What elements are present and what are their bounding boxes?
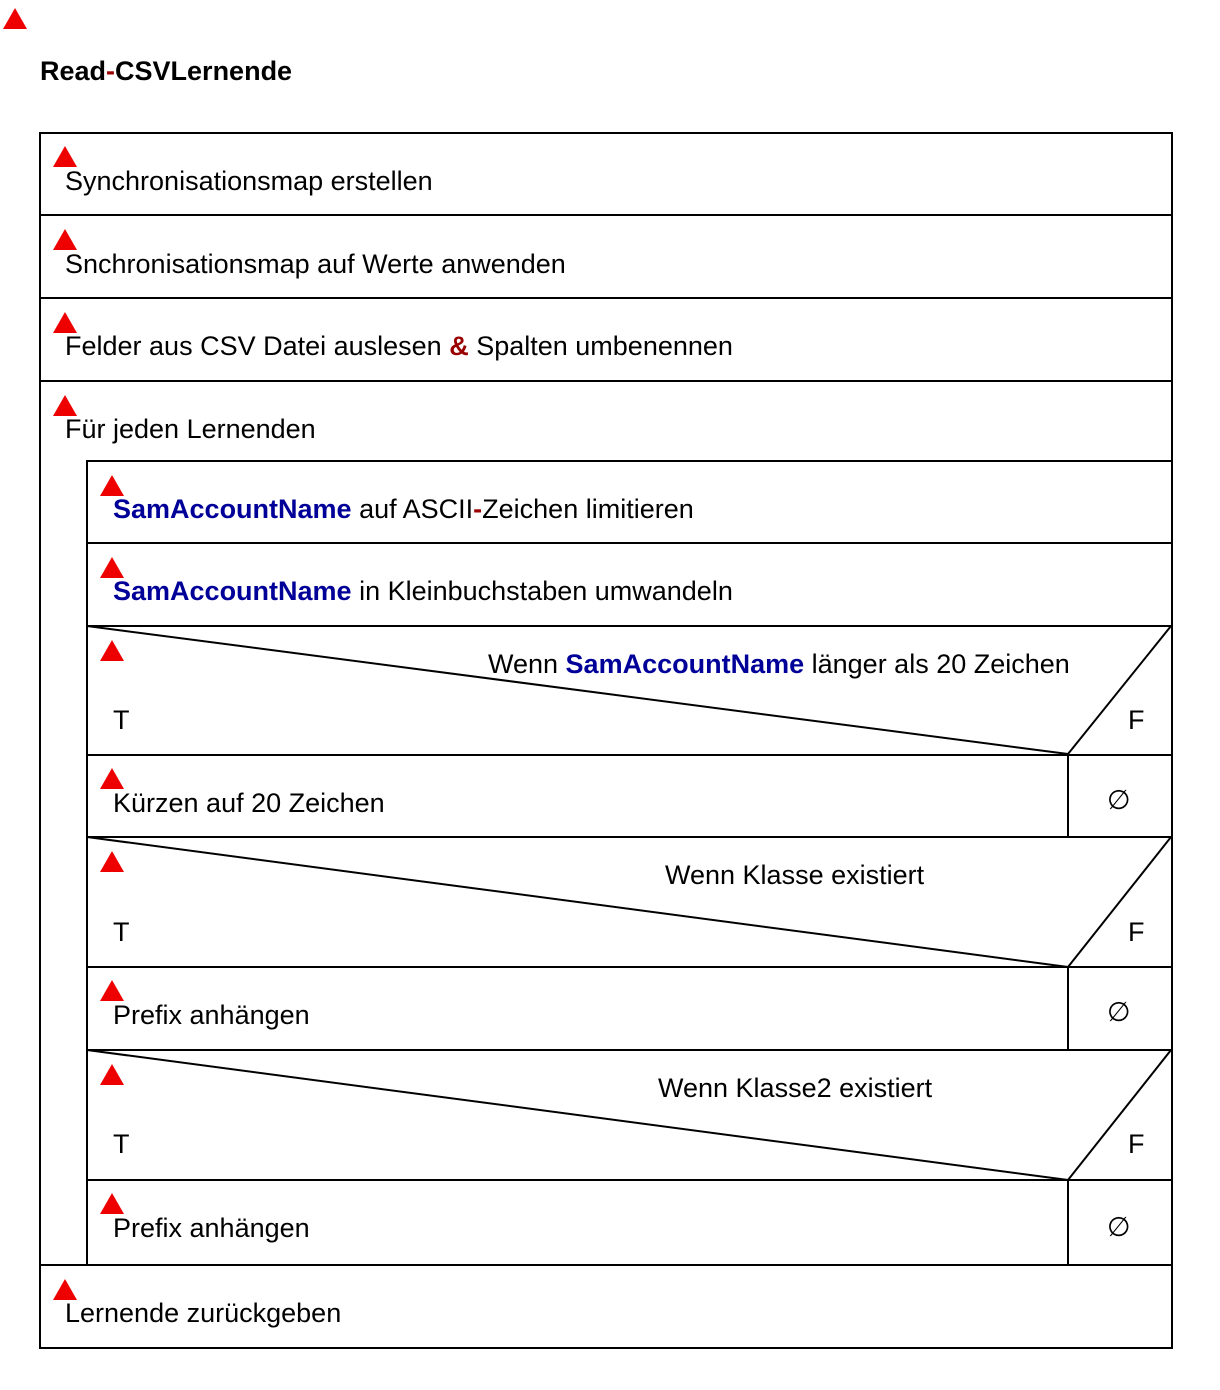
- marker-icon: [53, 229, 77, 250]
- structogram-frame: [39, 132, 1173, 1349]
- separator: [86, 966, 1173, 968]
- condition-1-false-label: F: [1128, 705, 1145, 735]
- step-read-csv: Felder aus CSV Datei auslesen & Spalten …: [65, 331, 733, 361]
- marker-icon: [3, 8, 27, 29]
- branch-divider: [1067, 754, 1069, 838]
- marker-icon: [100, 851, 124, 872]
- marker-icon: [53, 312, 77, 333]
- step-limit-ascii: SamAccountName auf ASCII-Zeichen limitie…: [113, 494, 694, 524]
- separator: [86, 460, 1173, 462]
- marker-icon: [53, 1279, 77, 1300]
- condition-2-diagonal-left: [86, 836, 1069, 968]
- condition-3-diagonal-left: [86, 1049, 1069, 1181]
- marker-icon: [100, 1064, 124, 1085]
- step-return-learners: Lernende zurückgeben: [65, 1298, 342, 1328]
- separator: [39, 1264, 1173, 1266]
- diagram-title: Read-CSVLernende: [40, 56, 293, 86]
- condition-3-false-action: ∅: [1107, 1212, 1131, 1242]
- condition-1-true-label: T: [113, 705, 130, 735]
- condition-3-text: Wenn Klasse2 existiert: [658, 1073, 933, 1103]
- loop-body-border: [86, 460, 88, 1266]
- condition-3-false-label: F: [1128, 1129, 1145, 1159]
- condition-1-diagonal-left: [86, 625, 1069, 755]
- marker-icon: [100, 475, 124, 496]
- condition-2-text: Wenn Klasse existiert: [665, 860, 925, 890]
- condition-1-false-action: ∅: [1107, 785, 1131, 815]
- condition-1-text: Wenn SamAccountName länger als 20 Zeiche…: [488, 649, 1070, 679]
- separator: [86, 1049, 1173, 1051]
- separator: [39, 380, 1173, 382]
- branch-divider: [1067, 1179, 1069, 1266]
- step-lowercase: SamAccountName in Kleinbuchstaben umwand…: [113, 576, 733, 606]
- step-create-sync-map: Synchronisationsmap erstellen: [65, 166, 433, 196]
- separator: [86, 836, 1173, 838]
- condition-2-false-label: F: [1128, 917, 1145, 947]
- separator: [39, 214, 1173, 216]
- condition-3-true-label: T: [113, 1129, 130, 1159]
- separator: [86, 754, 1173, 756]
- condition-2-diagonal-right: [1067, 836, 1172, 968]
- marker-icon: [100, 768, 124, 789]
- marker-icon: [100, 557, 124, 578]
- branch-divider: [1067, 966, 1069, 1051]
- separator: [86, 542, 1173, 544]
- condition-1-diagonal-right: [1067, 625, 1172, 755]
- marker-icon: [100, 1193, 124, 1214]
- step-apply-sync-map: Snchronisationsmap auf Werte anwenden: [65, 249, 566, 279]
- separator: [86, 625, 1173, 627]
- marker-icon: [100, 640, 124, 661]
- condition-1-true-action: Kürzen auf 20 Zeichen: [113, 788, 385, 818]
- separator: [86, 1179, 1173, 1181]
- loop-header: Für jeden Lernenden: [65, 414, 316, 444]
- separator: [39, 297, 1173, 299]
- marker-icon: [53, 395, 77, 416]
- condition-2-false-action: ∅: [1107, 997, 1131, 1027]
- marker-icon: [53, 146, 77, 167]
- condition-3-true-action: Prefix anhängen: [113, 1213, 310, 1243]
- condition-2-true-action: Prefix anhängen: [113, 1000, 310, 1030]
- marker-icon: [100, 980, 124, 1001]
- condition-2-true-label: T: [113, 917, 130, 947]
- condition-3-diagonal-right: [1067, 1049, 1172, 1181]
